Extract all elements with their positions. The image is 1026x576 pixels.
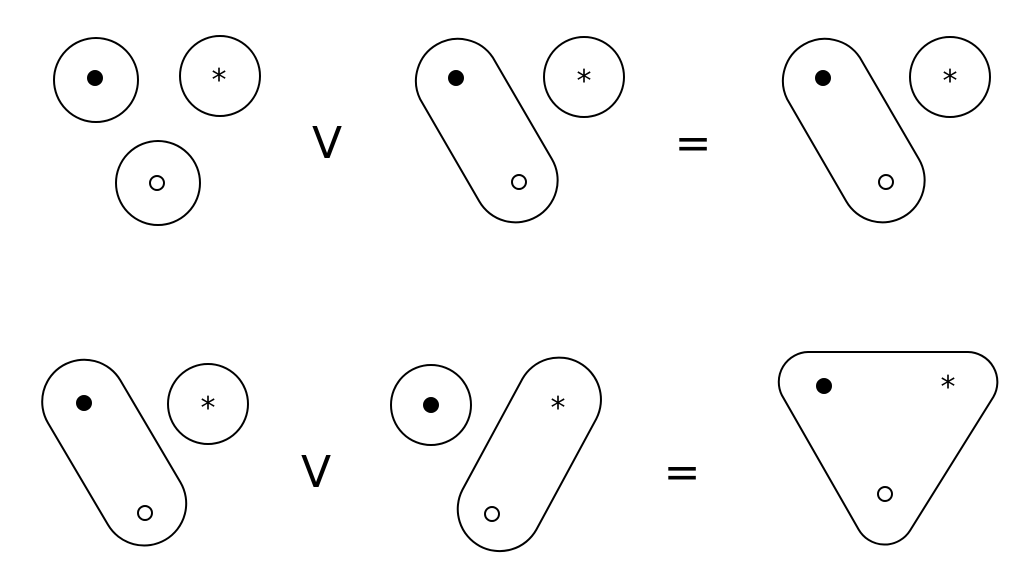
block-filled-hollow <box>781 37 926 224</box>
row1-right-partition: * <box>781 36 991 224</box>
filled-point <box>423 397 439 413</box>
row2-middle-partition: * <box>390 356 602 553</box>
filled-point <box>76 395 92 411</box>
block-star-singleton <box>909 36 991 118</box>
hollow-point <box>149 175 165 191</box>
block-star-hollow <box>456 356 602 553</box>
block-hollow-singleton <box>115 140 201 226</box>
row2-right-partition: * <box>777 351 999 546</box>
equals-sign: = <box>675 118 712 169</box>
block-star-singleton <box>179 35 261 117</box>
filled-point <box>815 70 831 86</box>
star-point: * <box>551 391 566 426</box>
block-filled-hollow <box>414 37 559 224</box>
row1-left-partition: * <box>53 35 261 226</box>
block-star-singleton <box>543 36 625 118</box>
hollow-point <box>877 486 893 502</box>
block-filled-singleton <box>390 364 472 446</box>
star-point: * <box>201 391 216 426</box>
star-point: * <box>943 64 958 99</box>
block-all-three <box>777 351 999 546</box>
row1-middle-partition: * <box>414 36 625 224</box>
row2-left-partition: * <box>41 358 249 547</box>
hollow-point <box>484 506 500 522</box>
star-point: * <box>212 63 227 98</box>
hollow-point <box>511 174 527 190</box>
equals-sign: = <box>664 447 701 498</box>
filled-point <box>816 378 832 394</box>
filled-point <box>87 70 103 86</box>
block-star-singleton <box>167 363 249 445</box>
star-point: * <box>577 64 592 99</box>
hollow-point <box>878 174 894 190</box>
star-point: * <box>941 370 956 405</box>
hollow-point <box>137 505 153 521</box>
filled-point <box>448 70 464 86</box>
join-operator: V <box>301 447 331 498</box>
block-filled-singleton <box>53 37 139 123</box>
join-operator: V <box>312 118 342 169</box>
block-filled-hollow <box>41 358 188 547</box>
